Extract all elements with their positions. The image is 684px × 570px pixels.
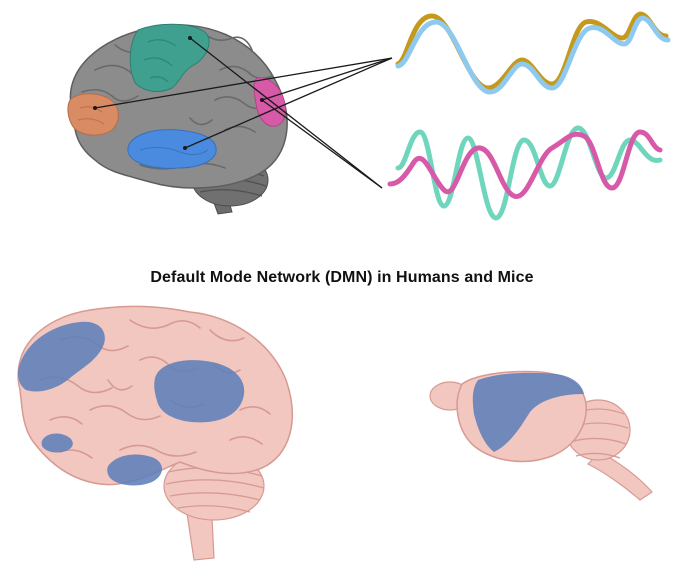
lightblue-wave <box>395 15 671 95</box>
waveform-panel-bottom <box>387 118 674 228</box>
pink-wave <box>387 129 663 199</box>
waveform-panel-top <box>394 6 674 101</box>
mouse-brain-icon <box>429 370 653 501</box>
gray-human-brain-icon <box>67 23 393 215</box>
pink-human-brain-icon <box>17 305 293 561</box>
figure-title: Default Mode Network (DMN) in Humans and… <box>150 269 534 286</box>
teal-wave <box>395 125 663 221</box>
